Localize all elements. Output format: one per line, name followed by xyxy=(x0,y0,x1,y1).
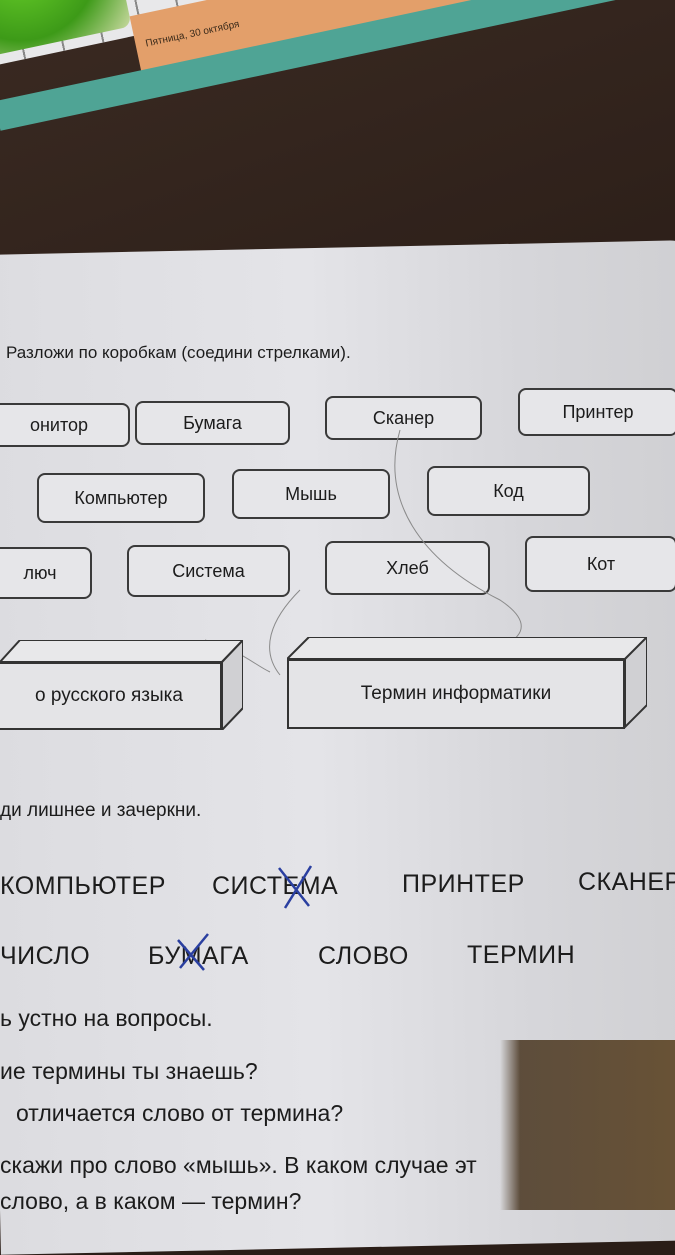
word-card: Компьютер xyxy=(37,473,205,523)
word-card: Код xyxy=(427,466,590,516)
word: ПРИНТЕР xyxy=(402,870,525,898)
word: СЛОВО xyxy=(318,942,409,970)
question: слово, а в каком — термин? xyxy=(0,1188,302,1214)
word-card: люч xyxy=(0,547,92,599)
word: СКАНЕР xyxy=(578,868,675,896)
word: ТЕРМИН xyxy=(467,941,576,969)
word-card: Сканер xyxy=(325,396,482,440)
word: КОМПЬЮТЕР xyxy=(0,872,166,900)
word-card: Бумага xyxy=(135,401,290,445)
category-box-russian: о русского языка xyxy=(0,640,243,730)
cross-mark xyxy=(177,933,209,971)
word: ЧИСЛО xyxy=(0,942,91,970)
question: отличается слово от термина? xyxy=(16,1100,344,1126)
category-box-informatics: Термин информатики xyxy=(287,637,647,729)
word-card: Система xyxy=(127,545,290,597)
category-label: Термин информатики xyxy=(287,659,625,729)
task2-instruction: ди лишнее и зачеркни. xyxy=(0,800,202,821)
task3-instruction: ь устно на вопросы. xyxy=(0,1005,213,1031)
category-label: о русского языка xyxy=(0,662,222,730)
word-crossed: СИСТЕМА xyxy=(212,872,339,900)
word-card: Мышь xyxy=(232,469,390,519)
task1-instruction: Разложи по коробкам (соедини стрелками). xyxy=(6,343,351,362)
question: скажи про слово «мышь». В каком случае э… xyxy=(0,1152,477,1178)
question: ие термины ты знаешь? xyxy=(0,1058,258,1084)
shadow xyxy=(500,1040,675,1210)
word-card: Кот xyxy=(525,536,675,592)
cross-mark xyxy=(278,865,313,909)
word-card: Принтер xyxy=(518,388,675,436)
word-card: Хлеб xyxy=(325,541,490,595)
word-card: онитор xyxy=(0,403,130,447)
